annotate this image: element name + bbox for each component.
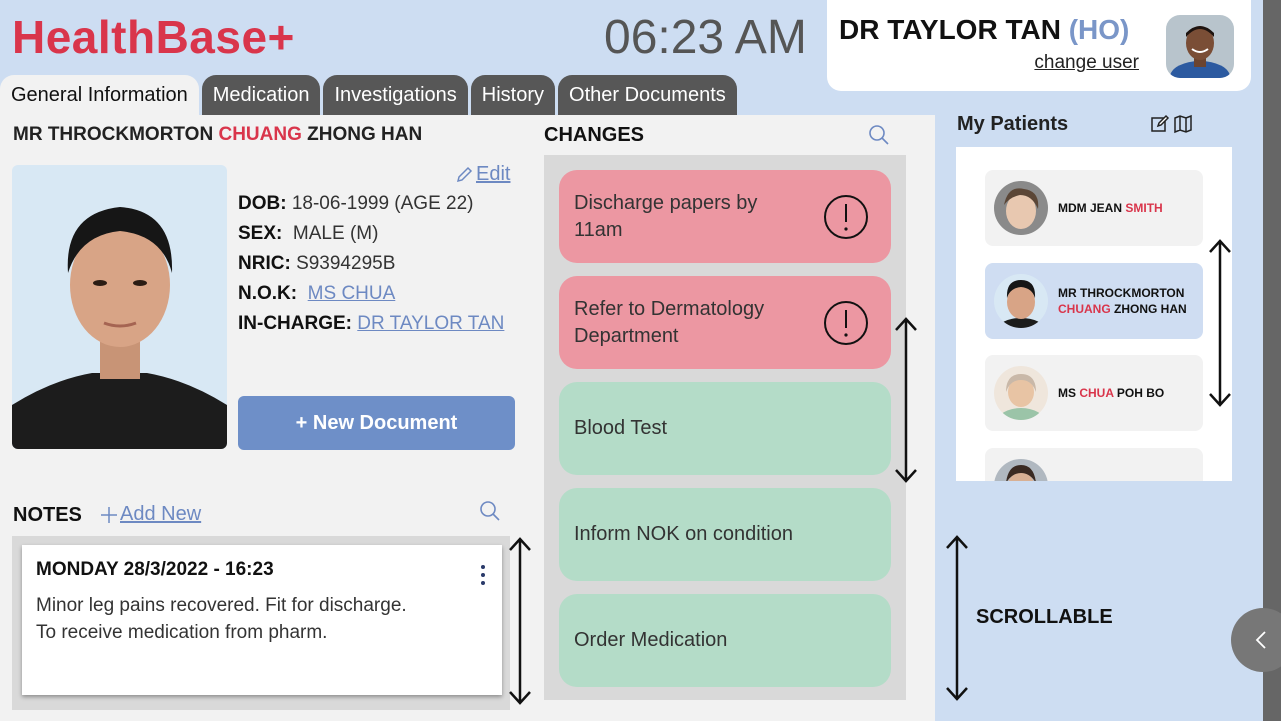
patient-name-highlight: CHUANG (218, 124, 302, 145)
change-item[interactable]: Inform NOK on condition (559, 488, 891, 581)
user-card: DR TAYLOR TAN (HO) change user (827, 0, 1251, 91)
side-drawer-edge (1263, 0, 1281, 721)
tab-history[interactable]: History (470, 75, 556, 115)
tab-medication[interactable]: Medication (201, 75, 321, 115)
scroll-arrow-icon (509, 537, 531, 705)
nric-label: NRIC: (238, 253, 291, 274)
patient-details: DOB: 18-06-1999 (AGE 22) SEX: MALE (M) N… (238, 191, 504, 341)
doctor-avatar-icon (1166, 15, 1234, 78)
scroll-arrow-icon (895, 317, 917, 483)
patient-list-name-suffix: ZHONG HAN (1114, 302, 1187, 316)
tab-investigations[interactable]: Investigations (323, 75, 468, 115)
my-patients-list[interactable]: MDM JEAN SMITH MR THROCKMORTON CHUANG ZH… (956, 147, 1232, 481)
change-text: Inform NOK on condition (574, 523, 793, 545)
patient-list-name-prefix: MDM JEAN (1058, 201, 1123, 215)
patient-list-name-suffix: POH BO (1116, 386, 1165, 400)
patient-list-name-highlight: SMITH (1125, 201, 1163, 215)
incharge-row: IN-CHARGE: DR TAYLOR TAN (238, 311, 504, 341)
more-vertical-icon[interactable] (475, 563, 491, 587)
change-user-link[interactable]: change user (1034, 52, 1139, 73)
tab-general-information[interactable]: General Information (0, 75, 199, 115)
incharge-label: IN-CHARGE: (238, 313, 352, 334)
nok-link[interactable]: MS CHUA (307, 283, 396, 304)
user-name-text: DR TAYLOR TAN (839, 14, 1061, 45)
patient-list-name: MR THROCKMORTON CHUANG ZHONG HAN (1058, 285, 1187, 317)
avatar (994, 181, 1048, 235)
patient-list-item[interactable]: MDM JEAN SMITH (985, 170, 1203, 246)
change-item[interactable]: Discharge papers by 11am (559, 170, 891, 263)
note-date: MONDAY 28/3/2022 - 16:23 (36, 559, 274, 580)
change-item[interactable]: Order Medication (559, 594, 891, 687)
change-text: Discharge papers by 11am (574, 191, 758, 241)
patient-list-name-prefix: MR THROCKMORTON (1058, 286, 1185, 300)
user-name: DR TAYLOR TAN (HO) (839, 14, 1129, 46)
dob-value: 18-06-1999 (AGE 22) (291, 193, 474, 214)
my-patients-title: My Patients (957, 113, 1069, 135)
note-card[interactable]: MONDAY 28/3/2022 - 16:23 Minor leg pains… (22, 545, 502, 695)
add-note-label: Add New (120, 503, 202, 525)
pencil-icon (456, 166, 473, 182)
incharge-link[interactable]: DR TAYLOR TAN (357, 313, 505, 334)
change-text: Refer to Dermatology Department (574, 297, 765, 347)
scrollable-label: SCROLLABLE (976, 606, 1113, 628)
patient-list-name-highlight: CHUA (1079, 386, 1114, 400)
patient-list-item[interactable] (985, 448, 1203, 481)
patient-photo (12, 165, 227, 449)
sex-value: MALE (M) (292, 223, 379, 244)
changes-title: CHANGES (544, 124, 645, 146)
change-text: Order Medication (574, 629, 728, 651)
add-note-button[interactable]: Add New (100, 503, 201, 526)
scroll-arrow-icon (946, 535, 968, 701)
app-logo: HealthBase+ (12, 11, 295, 63)
alert-icon (824, 301, 868, 345)
sex-label: SEX: (238, 223, 283, 244)
nok-label: N.O.K: (238, 283, 298, 304)
search-icon[interactable] (479, 500, 501, 522)
sex-row: SEX: MALE (M) (238, 221, 504, 251)
drawer-toggle-button[interactable] (1231, 608, 1281, 672)
patient-name-suffix: ZHONG HAN (307, 124, 423, 145)
avatar (994, 459, 1048, 481)
user-role: (HO) (1068, 14, 1130, 45)
change-item[interactable]: Refer to Dermatology Department (559, 276, 891, 369)
search-icon[interactable] (868, 124, 890, 146)
note-line: To receive medication from pharm. (36, 622, 328, 643)
chevron-left-icon (1255, 631, 1266, 649)
avatar (994, 274, 1048, 328)
patient-list-name-prefix: MS (1058, 386, 1076, 400)
tab-bar: General Information Medication Investiga… (0, 75, 740, 115)
patient-name: MR THROCKMORTON CHUANG ZHONG HAN (13, 124, 422, 146)
edit-link[interactable]: Edit (455, 163, 510, 186)
dob-label: DOB: (238, 193, 287, 214)
my-patients-actions (1150, 114, 1193, 134)
avatar (994, 366, 1048, 420)
change-item[interactable]: Blood Test (559, 382, 891, 475)
patient-list-name-highlight: CHUANG (1058, 302, 1111, 316)
scroll-arrow-icon (1209, 239, 1231, 407)
clock: 06:23 AM (604, 11, 807, 64)
new-document-button[interactable]: + New Document (238, 396, 515, 450)
patient-list-name: MS CHUA POH BO (1058, 385, 1164, 401)
patient-list-item[interactable]: MS CHUA POH BO (985, 355, 1203, 431)
edit-label: Edit (476, 163, 511, 185)
patient-list-item[interactable]: MR THROCKMORTON CHUANG ZHONG HAN (985, 263, 1203, 339)
nok-row: N.O.K: MS CHUA (238, 281, 504, 311)
tab-other-documents[interactable]: Other Documents (558, 75, 737, 115)
map-icon[interactable] (1173, 114, 1193, 134)
note-text: Minor leg pains recovered. Fit for disch… (36, 592, 466, 646)
patient-list-name: MDM JEAN SMITH (1058, 200, 1163, 216)
edit-list-icon[interactable] (1150, 114, 1170, 134)
notes-title: NOTES (13, 504, 82, 526)
change-text: Blood Test (574, 417, 668, 439)
nric-value: S9394295B (296, 253, 396, 274)
plus-icon (101, 506, 117, 523)
dob-row: DOB: 18-06-1999 (AGE 22) (238, 191, 504, 221)
patient-name-prefix: MR THROCKMORTON (13, 124, 214, 145)
alert-icon (824, 195, 868, 239)
nric-row: NRIC: S9394295B (238, 251, 504, 281)
note-line: Minor leg pains recovered. Fit for disch… (36, 595, 407, 616)
